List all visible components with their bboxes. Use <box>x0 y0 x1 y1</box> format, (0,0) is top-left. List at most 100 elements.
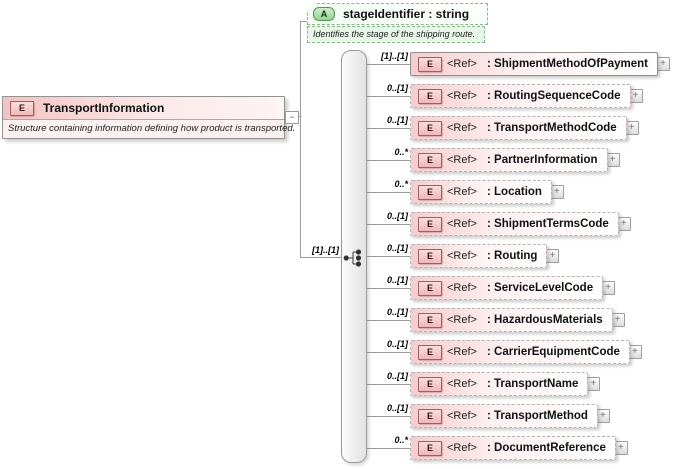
ref-label: <Ref> <box>447 154 477 166</box>
element-box[interactable]: E <Ref> : RoutingSequenceCode <box>410 84 631 108</box>
element-name: : RoutingSequenceCode <box>487 90 621 102</box>
ref-label: <Ref> <box>447 410 477 422</box>
cardinality-label: 0..[1] <box>386 339 408 349</box>
expand-button[interactable]: + <box>616 217 631 231</box>
connector-line <box>366 63 410 65</box>
element-box[interactable]: E <Ref> : TransportMethodCode <box>410 116 627 140</box>
element-row: 0..[1] E <Ref> : Routing + <box>366 243 560 269</box>
element-box[interactable]: E <Ref> : ShipmentMethodOfPayment <box>410 52 659 76</box>
connector-line <box>366 447 410 449</box>
connector-line <box>366 351 410 353</box>
element-box[interactable]: E <Ref> : TransportMethod <box>410 404 598 428</box>
connector-line <box>366 255 410 257</box>
element-name: : ShipmentMethodOfPayment <box>487 58 649 70</box>
expand-button[interactable]: + <box>545 249 560 263</box>
ref-label: <Ref> <box>447 378 477 390</box>
element-row: [1]..[1] E <Ref> : ShipmentMethodOfPayme… <box>366 51 671 77</box>
connector-line <box>366 319 410 321</box>
element-name: : TransportName <box>487 378 579 390</box>
ref-label: <Ref> <box>447 282 477 294</box>
ref-label: <Ref> <box>447 442 477 454</box>
connector-line <box>366 191 410 193</box>
connector-line <box>297 116 301 117</box>
element-icon: E <box>418 248 442 264</box>
element-row: 0..[1] E <Ref> : RoutingSequenceCode + <box>366 83 643 109</box>
expand-button[interactable]: + <box>656 57 671 71</box>
cardinality-label: 0..[1] <box>386 243 408 253</box>
cardinality-label: 0..* <box>394 435 408 445</box>
element-name: : PartnerInformation <box>487 154 598 166</box>
element-box[interactable]: E <Ref> : CarrierEquipmentCode <box>410 340 630 364</box>
expand-button[interactable]: + <box>613 441 628 455</box>
element-box[interactable]: E <Ref> : TransportName <box>410 372 589 396</box>
connector-line <box>366 383 410 385</box>
element-name: : Location <box>487 186 542 198</box>
element-row: 0..[1] E <Ref> : TransportMethod + <box>366 403 610 429</box>
expand-button[interactable]: + <box>605 153 620 167</box>
expand-button[interactable]: + <box>624 121 639 135</box>
element-name: : ShipmentTermsCode <box>487 218 609 230</box>
expand-button[interactable]: + <box>549 185 564 199</box>
cardinality-label: [1]..[1] <box>381 51 408 61</box>
expand-button[interactable]: + <box>610 313 625 327</box>
element-icon: E <box>10 100 34 116</box>
expand-button[interactable]: + <box>601 281 616 295</box>
element-name: : Routing <box>487 250 538 262</box>
element-name: : TransportMethod <box>487 410 588 422</box>
attribute-icon: A <box>313 7 335 21</box>
connector-line <box>366 223 410 225</box>
ref-label: <Ref> <box>447 314 477 326</box>
element-row: 0..[1] E <Ref> : TransportMethodCode + <box>366 115 639 141</box>
connector-line <box>366 127 410 129</box>
ref-label: <Ref> <box>447 58 477 70</box>
element-box[interactable]: E <Ref> : Location <box>410 180 552 204</box>
connector-line <box>366 287 410 289</box>
element-row: 0..* E <Ref> : DocumentReference + <box>366 435 628 461</box>
element-box[interactable]: E <Ref> : HazardousMaterials <box>410 308 613 332</box>
element-box[interactable]: E <Ref> : DocumentReference <box>410 436 616 460</box>
root-element-box[interactable]: E TransportInformation Structure contain… <box>2 96 295 139</box>
element-icon: E <box>418 56 442 72</box>
element-row: 0..* E <Ref> : PartnerInformation + <box>366 147 620 173</box>
sequence-compositor-icon <box>343 249 362 267</box>
element-name: : ServiceLevelCode <box>487 282 594 294</box>
element-row: 0..* E <Ref> : Location + <box>366 179 564 205</box>
expand-button[interactable]: + <box>586 377 601 391</box>
cardinality-label: 0..[1] <box>386 211 408 221</box>
attribute-box[interactable]: A stageIdentifier : string <box>307 3 488 25</box>
element-name: : HazardousMaterials <box>487 314 603 326</box>
cardinality-label: 0..* <box>394 147 408 157</box>
expand-button[interactable]: + <box>627 345 642 359</box>
connector-line <box>301 257 345 258</box>
expand-button[interactable]: + <box>595 409 610 423</box>
ref-label: <Ref> <box>447 90 477 102</box>
element-row: 0..[1] E <Ref> : CarrierEquipmentCode + <box>366 339 642 365</box>
ref-label: <Ref> <box>447 346 477 358</box>
collapse-button[interactable]: − <box>285 111 299 124</box>
cardinality-label: 0..* <box>394 179 408 189</box>
cardinality-label: 0..[1] <box>386 307 408 317</box>
element-box[interactable]: E <Ref> : ServiceLevelCode <box>410 276 604 300</box>
element-name: : TransportMethodCode <box>487 122 617 134</box>
ref-label: <Ref> <box>447 186 477 198</box>
element-icon: E <box>418 184 442 200</box>
attribute-annotation: Identifies the stage of the shipping rou… <box>307 26 485 43</box>
element-icon: E <box>418 120 442 136</box>
element-box[interactable]: E <Ref> : Routing <box>410 244 548 268</box>
element-row: 0..[1] E <Ref> : ShipmentTermsCode + <box>366 211 631 237</box>
expand-button[interactable]: + <box>628 89 643 103</box>
root-element-annotation: Structure containing information definin… <box>3 119 295 138</box>
cardinality-label: 0..[1] <box>386 83 408 93</box>
element-row: 0..[1] E <Ref> : ServiceLevelCode + <box>366 275 616 301</box>
attribute-label: stageIdentifier : string <box>343 7 470 21</box>
connector-line <box>366 415 410 417</box>
element-name: : CarrierEquipmentCode <box>487 346 620 358</box>
element-icon: E <box>418 344 442 360</box>
element-box[interactable]: E <Ref> : PartnerInformation <box>410 148 608 172</box>
element-icon: E <box>418 376 442 392</box>
connector-line <box>366 95 410 97</box>
element-box[interactable]: E <Ref> : ShipmentTermsCode <box>410 212 619 236</box>
element-icon: E <box>418 216 442 232</box>
connector-line <box>300 21 301 258</box>
